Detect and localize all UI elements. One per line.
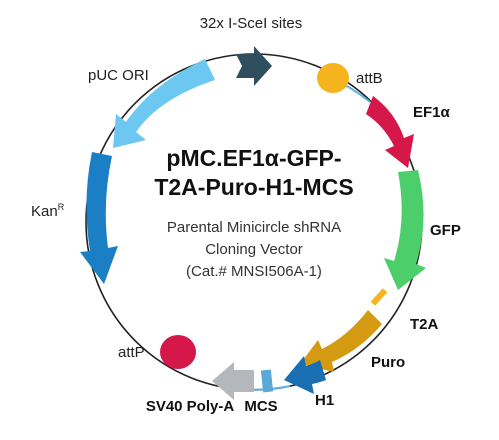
h1-label: H1 [315, 392, 334, 409]
t2a-label: T2A [410, 316, 439, 333]
attp-site [160, 335, 196, 369]
puc-ori-arrow [113, 59, 215, 148]
puro-arrow [300, 310, 382, 372]
puro-label: Puro [371, 354, 405, 371]
sv40-polya-label: SV40 Poly-A [146, 398, 235, 415]
h1-arrow [284, 356, 326, 394]
i-scei-sites-label: 32x I-SceI sites [200, 15, 303, 32]
t2a-marker [370, 288, 388, 306]
attb-site [317, 63, 349, 93]
plasmid-desc-line3: (Cat.# MNSI506A-1) [186, 263, 322, 280]
sv40-polya-arrow [212, 362, 254, 400]
attb-label: attB [356, 70, 383, 87]
mcs-marker [260, 369, 274, 393]
gfp-arrow [384, 170, 426, 290]
ef1a-arrow [366, 96, 414, 168]
plasmid-desc-line1: Parental Minicircle shRNA [167, 219, 341, 236]
kanr-label-sup: R [58, 202, 65, 212]
gfp-label: GFP [430, 222, 461, 239]
kanr-label-main: Kan [31, 203, 58, 220]
mcs-label: MCS [244, 398, 277, 415]
kanr-arrow [80, 152, 118, 284]
attp-label: attP [118, 344, 145, 361]
plasmid-title-line1: pMC.EF1α-GFP- [166, 145, 341, 171]
puc-ori-label: pUC ORI [88, 67, 149, 84]
i-scei-sites-arrow [236, 46, 272, 86]
plasmid-title-line2: T2A-Puro-H1-MCS [154, 174, 353, 200]
attb-link [344, 84, 371, 103]
kanr-label: KanR [31, 202, 65, 220]
plasmid-desc-line2: Cloning Vector [205, 241, 303, 258]
ef1a-label: EF1α [413, 104, 451, 121]
